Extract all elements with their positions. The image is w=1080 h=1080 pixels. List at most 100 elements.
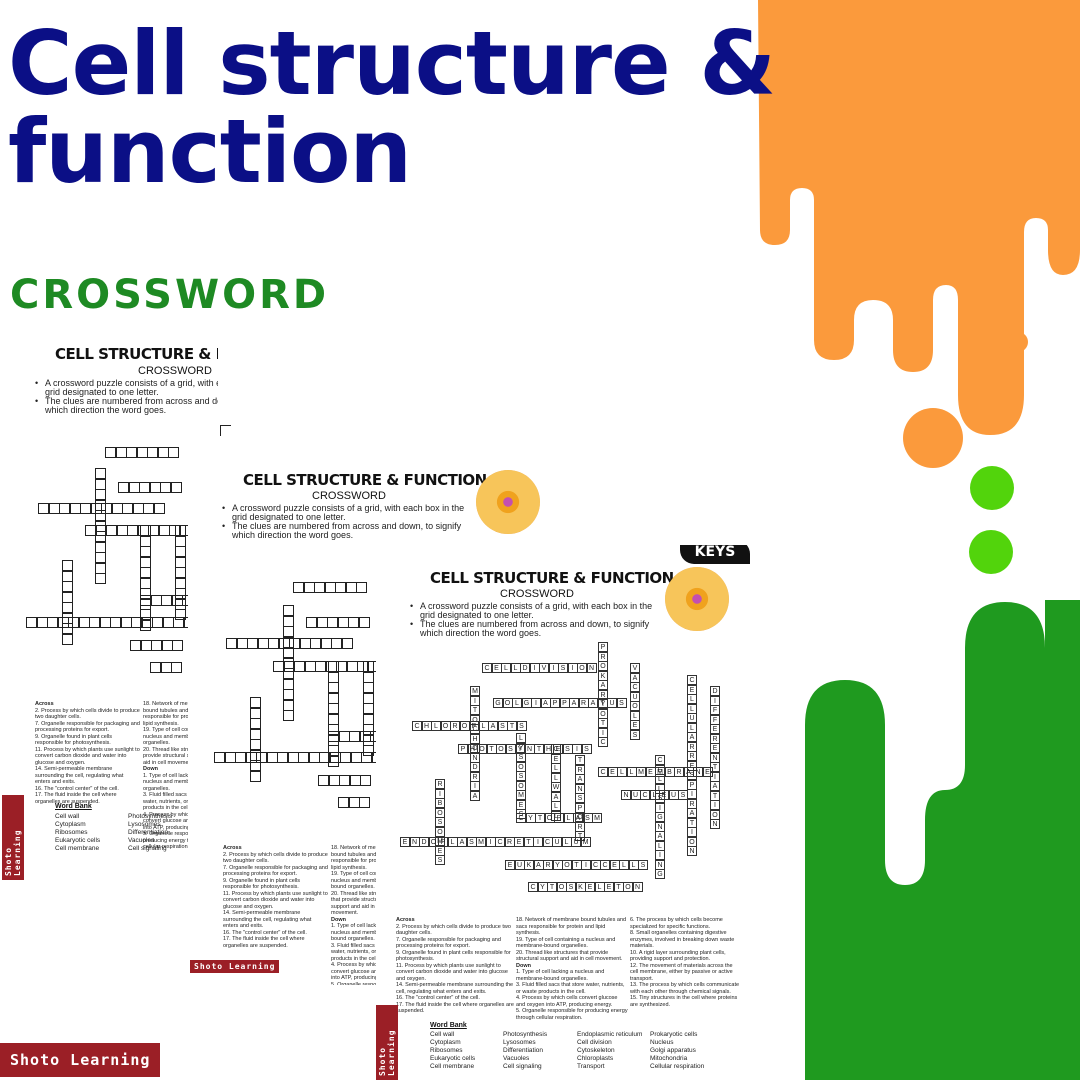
answer-letter: Y (552, 860, 563, 870)
answer-letter: E (400, 837, 410, 847)
answer-letter: P (550, 698, 560, 708)
answer-letter: T (523, 837, 534, 847)
sheet-instructions: A crossword puzzle consists of a grid, w… (410, 602, 660, 638)
lime-circle-bottom (969, 530, 1013, 574)
answer-letter: P (575, 802, 585, 813)
answer-letter: V (539, 663, 549, 673)
sheet-instructions: A crossword puzzle consists of a grid, w… (222, 504, 474, 540)
answer-letter: S (582, 813, 593, 823)
answer-letter: N (524, 744, 535, 754)
answer-letter: C (640, 790, 650, 800)
answer-letter: B (664, 767, 675, 777)
answer-letter: E (604, 882, 614, 892)
answer-letter: T (598, 718, 608, 728)
answer-letter: I (655, 850, 665, 860)
answer-letter: M (435, 836, 445, 846)
answer-letter: A (533, 860, 544, 870)
answer-letter: N (655, 859, 665, 870)
answer-letter: L (687, 694, 697, 704)
answer-letter: L (630, 710, 640, 721)
answer-letter: O (435, 807, 445, 818)
answer-letter: S (687, 770, 697, 780)
answer-letter: L (447, 837, 458, 847)
answer-letter: I (572, 744, 582, 754)
answer-letter: L (478, 721, 489, 731)
brand-tag: Shoto Learning (376, 1005, 398, 1080)
sheet-subtitle: CROSSWORD (312, 490, 386, 502)
answer-letter: P (598, 642, 608, 652)
answer-letter: I (687, 827, 697, 837)
answer-letter: S (516, 752, 526, 762)
answer-letter: O (544, 813, 555, 823)
answer-letter: K (598, 670, 608, 681)
answer-letter: E (491, 663, 502, 673)
answer-letter: A (575, 774, 585, 784)
answer-letter: M (636, 767, 646, 777)
answer-letter: A (551, 791, 561, 802)
brand-tag: Shoto Learning (2, 795, 24, 880)
answer-letter: T (535, 813, 545, 823)
answer-letter: L (594, 882, 605, 892)
answer-letter: A (598, 680, 608, 690)
answer-letter: C (528, 882, 538, 892)
page-title: Cell structure &function (8, 12, 776, 203)
answer-letter: R (575, 764, 585, 775)
answer-letter: L (512, 698, 522, 708)
answer-letter: O (477, 744, 487, 754)
answer-letter: E (655, 764, 665, 775)
answer-letter: C (655, 755, 665, 765)
answer-letter: C (495, 837, 505, 847)
answer-letter: I (710, 695, 720, 706)
answer-letter: E (551, 753, 561, 764)
answer-letter: C (630, 682, 640, 692)
clues-continued: 18. Network of membrane bound tubules an… (143, 701, 218, 850)
answer-letter: O (470, 714, 480, 725)
answer-letter: C (412, 721, 422, 731)
answer-letter: S (678, 790, 688, 800)
answer-letter: L (561, 837, 572, 847)
answer-letter: O (575, 812, 585, 822)
answer-letter: C (470, 724, 480, 734)
answer-letter: U (514, 860, 525, 870)
answer-letter: I (470, 781, 480, 791)
answer-letter: R (710, 733, 720, 744)
answer-letter: L (649, 790, 660, 800)
answer-letter: G (521, 698, 532, 708)
answer-letter: T (571, 860, 582, 870)
answer-letter: A (470, 790, 480, 801)
answer-letter: N (575, 783, 585, 794)
lime-circle-top (970, 466, 1014, 510)
keys-badge: KEYS (680, 545, 750, 564)
answer-letter: A (457, 837, 467, 847)
answer-letter: O (556, 882, 567, 892)
sheet-title: CELL STRUCTURE & FUNCTION (243, 471, 487, 489)
answer-letter: N (687, 846, 697, 856)
answer-letter: R (504, 837, 515, 847)
answer-letter: E (609, 860, 620, 870)
answer-letter: E (659, 790, 669, 800)
answer-letter: T (710, 790, 720, 801)
answer-letter: Y (537, 882, 548, 892)
answer-letter: L (628, 860, 639, 870)
answer-letter: I (470, 695, 480, 706)
answer-letter: E (607, 767, 618, 777)
answer-letter: L (617, 767, 627, 777)
clues-across: Across 2. Process by which cells divide … (35, 701, 140, 805)
answer-letter: I (435, 788, 445, 799)
answer-letter: O (687, 836, 697, 847)
answer-letter: R (687, 798, 697, 809)
answer-letter: K (575, 882, 586, 892)
answer-letter: R (598, 689, 608, 700)
answer-letter: U (687, 713, 697, 723)
answer-letter: E (710, 743, 720, 753)
answer-letter: M (470, 686, 480, 696)
answer-letter: Y (515, 744, 525, 754)
